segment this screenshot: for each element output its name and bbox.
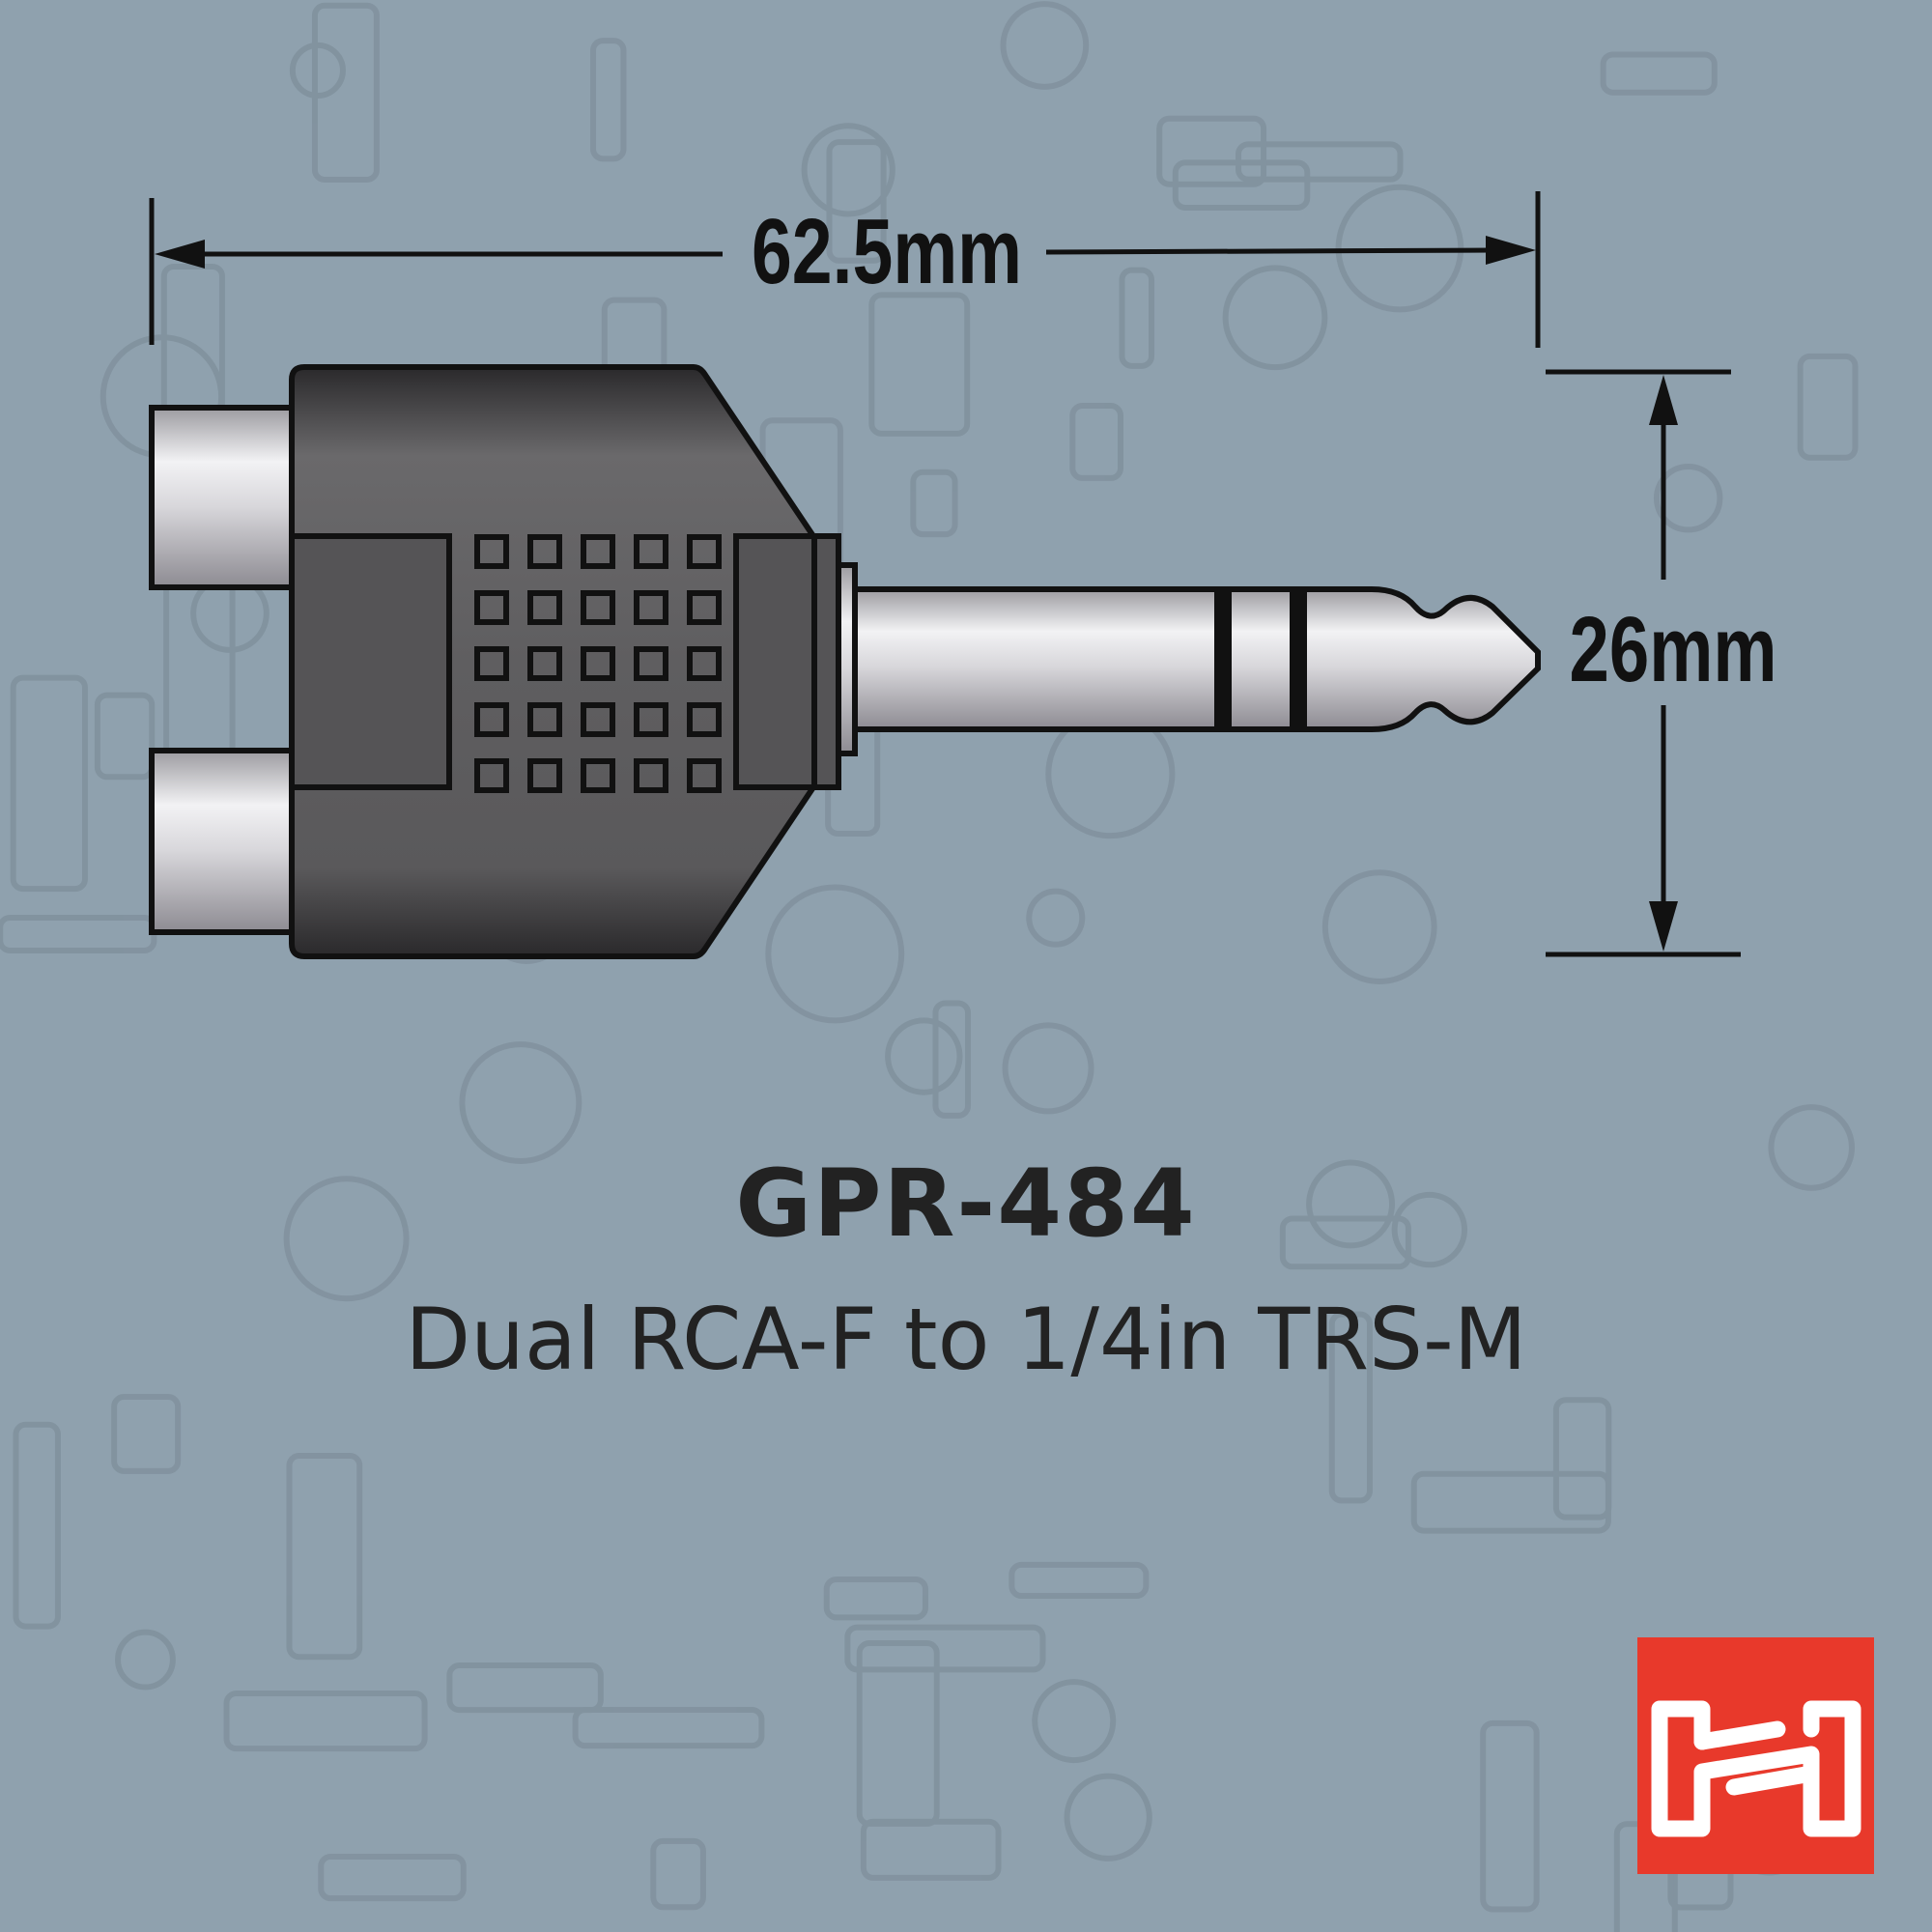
rca-jack-top xyxy=(149,405,299,590)
grip-squares xyxy=(474,534,722,793)
background-connector-shape xyxy=(844,1624,1046,1673)
rca-jack-bottom xyxy=(149,748,299,935)
collar xyxy=(811,533,841,790)
grip-square xyxy=(581,534,615,569)
body-panel-right xyxy=(733,533,817,790)
hosa-logo xyxy=(1637,1637,1874,1874)
background-connector-shape xyxy=(1222,265,1328,371)
grip-square xyxy=(687,646,722,681)
background-connector-shape xyxy=(1119,267,1155,369)
background-connector-shape xyxy=(286,1453,363,1661)
grip-square xyxy=(527,534,562,569)
background-connector-shape xyxy=(1797,353,1859,461)
background-connector-shape xyxy=(223,1690,428,1752)
grip-square xyxy=(474,702,509,737)
background-connector-shape xyxy=(1064,1773,1152,1861)
background-connector-shape xyxy=(910,469,958,538)
background-connector-shape xyxy=(13,1421,61,1630)
background-connector-shape xyxy=(1306,1159,1396,1249)
grip-square xyxy=(687,590,722,625)
background-connector-shape xyxy=(823,1576,928,1621)
background-connector-shape xyxy=(446,1662,604,1714)
grip-square xyxy=(634,590,668,625)
background-connector-shape xyxy=(1000,1,1090,90)
height-label: 26mm xyxy=(1570,598,1777,701)
background-connector-shape xyxy=(1552,1397,1612,1520)
height-dimension xyxy=(1546,369,1741,957)
grip-square xyxy=(687,758,722,793)
trs-ring-2 xyxy=(1290,589,1307,729)
grip-square xyxy=(474,646,509,681)
background-connector-shape xyxy=(1328,1311,1373,1504)
background-connector-shape xyxy=(10,674,88,893)
background-connector-shape xyxy=(115,1629,176,1690)
background-connector-shape xyxy=(572,1706,765,1749)
background-connector-shape xyxy=(932,1000,972,1119)
grip-square xyxy=(581,702,615,737)
background-connector-shape xyxy=(94,692,156,781)
background-connector-shape xyxy=(885,1017,963,1095)
background-connector-shape xyxy=(1600,51,1718,96)
background-connector-shape xyxy=(1768,1104,1856,1191)
grip-square xyxy=(687,534,722,569)
grip-square xyxy=(474,758,509,793)
background-connector-shape xyxy=(1321,869,1437,984)
background-connector-shape xyxy=(650,1837,706,1911)
grip-square xyxy=(527,646,562,681)
background-connector-shape xyxy=(1480,1719,1540,1913)
background-connector-shape xyxy=(459,1041,582,1165)
background-connector-shape xyxy=(163,572,236,772)
grip-square xyxy=(634,646,668,681)
background-connector-shape xyxy=(283,1176,410,1302)
grip-square xyxy=(527,590,562,625)
grip-square xyxy=(527,758,562,793)
background-connector-shape xyxy=(0,915,157,953)
background-connector-shape xyxy=(1391,1191,1468,1268)
background-connector-shape xyxy=(826,139,887,264)
trs-plug xyxy=(852,586,1541,732)
grip-square xyxy=(634,758,668,793)
background-connector-shape xyxy=(801,123,895,217)
length-dimension xyxy=(149,191,1541,348)
background-connector-shape xyxy=(1279,1215,1411,1270)
trs-ring-1 xyxy=(1214,589,1232,729)
grip-square xyxy=(634,534,668,569)
product-model: GPR-484 xyxy=(735,1150,1197,1258)
adapter-body xyxy=(289,364,816,959)
body-panel-left xyxy=(289,533,452,790)
background-connector-shape xyxy=(1653,463,1723,533)
background-connector-shape xyxy=(111,1394,182,1474)
background-connector-shape xyxy=(311,2,380,183)
grip-square xyxy=(474,590,509,625)
background-connector-shape xyxy=(1002,1022,1094,1115)
background-connector-shape xyxy=(1026,888,1086,948)
grip-square xyxy=(581,646,615,681)
length-label: 62.5mm xyxy=(752,200,1022,303)
background-connector-shape xyxy=(590,38,627,162)
grip-square xyxy=(581,590,615,625)
grip-square xyxy=(474,534,509,569)
background-connector-shape xyxy=(860,1818,1002,1881)
grip-square xyxy=(527,702,562,737)
grip-square xyxy=(634,702,668,737)
background-connector-shape xyxy=(1009,1561,1150,1600)
background-connector-shape xyxy=(1156,115,1267,187)
grip-square xyxy=(687,702,722,737)
background-connector-shape xyxy=(765,884,905,1024)
grip-square xyxy=(581,758,615,793)
background-connector-shape xyxy=(1069,403,1123,481)
background-connector-shape xyxy=(868,292,971,437)
background-connector-shape xyxy=(1032,1679,1117,1764)
background-connector-shape xyxy=(1410,1470,1611,1534)
product-description: Dual RCA-F to 1/4in TRS-M xyxy=(405,1290,1527,1389)
background-connector-shape xyxy=(318,1853,467,1902)
